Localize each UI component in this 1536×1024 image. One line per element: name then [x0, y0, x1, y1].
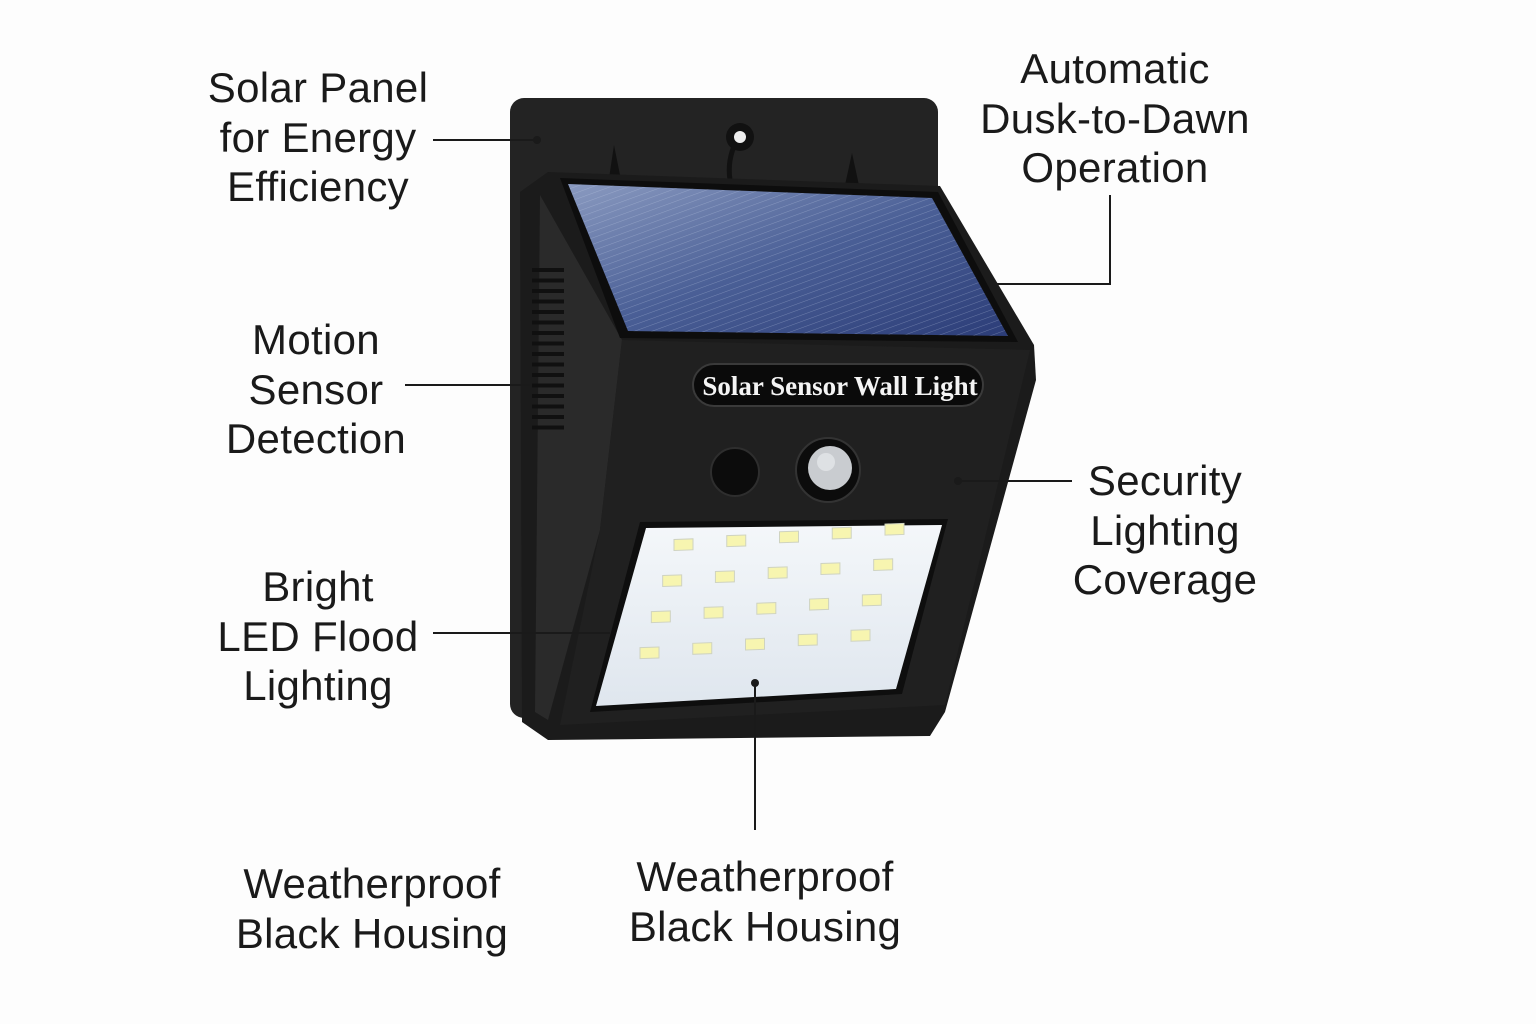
- led-chip: [779, 530, 799, 544]
- grip-rib: [532, 310, 564, 314]
- callout-line: Operation: [1021, 144, 1209, 191]
- callout-line: Efficiency: [227, 163, 409, 210]
- led-chip: [884, 522, 905, 536]
- grip-rib: [532, 278, 564, 283]
- callout-line: Security: [1087, 457, 1243, 504]
- led-chip: [820, 562, 841, 576]
- led-chip: [726, 534, 747, 548]
- grip-rib: [532, 373, 564, 377]
- grip-rib: [532, 362, 564, 367]
- grip-rib: [532, 404, 564, 409]
- led-chip: [756, 602, 777, 615]
- callout-dusk-to-dawn: Automatic Dusk-to-Dawn Operation: [980, 44, 1250, 193]
- leader-dot: [533, 136, 541, 144]
- led-chip: [703, 606, 724, 619]
- led-chip: [639, 646, 660, 660]
- led-array: [639, 522, 905, 660]
- callout-line: Weatherproof: [636, 853, 894, 900]
- housing-side-face: [535, 195, 622, 720]
- callout-line: Dusk-to-Dawn: [980, 94, 1250, 142]
- callout-housing-left: Weatherproof Black Housing: [236, 859, 508, 958]
- led-chip: [831, 526, 852, 540]
- callout-housing-center: Weatherproof Black Housing: [629, 852, 901, 951]
- callout-solar-panel: Solar Panel for Energy Efficiency: [208, 63, 428, 212]
- led-chip: [767, 566, 788, 580]
- led-chip: [850, 629, 871, 642]
- led-chip: [692, 642, 713, 655]
- led-chip: [673, 538, 694, 551]
- callout-line: Lighting: [1090, 506, 1240, 554]
- grip-rib: [532, 268, 564, 272]
- callout-line: Bright: [262, 563, 374, 610]
- led-panel: [596, 525, 942, 706]
- callout-line: LED Flood: [217, 612, 419, 660]
- grip-rib: [532, 289, 564, 293]
- leader-dot: [751, 679, 759, 687]
- led-chip: [650, 610, 671, 624]
- led-chip: [873, 558, 894, 572]
- leader-dot: [954, 477, 962, 485]
- callout-line: Sensor: [248, 365, 384, 413]
- grip-rib: [532, 415, 564, 419]
- callout-security: Security Lighting Coverage: [1073, 456, 1258, 605]
- callout-line: Weatherproof: [243, 860, 501, 907]
- led-chip: [797, 633, 818, 647]
- product-badge: [692, 363, 984, 407]
- callout-line: Coverage: [1072, 556, 1258, 603]
- grip-rib: [532, 352, 564, 356]
- led-chip: [809, 597, 830, 611]
- grip-rib: [532, 383, 564, 388]
- callout-line: Automatic: [1020, 45, 1210, 92]
- callout-led-flood: Bright LED Flood Lighting: [217, 562, 418, 711]
- grip-rib: [532, 320, 564, 325]
- product-badge-text: Solar Sensor Wall Light: [702, 371, 977, 401]
- led-chip: [714, 570, 735, 584]
- callout-line: Black Housing: [235, 909, 509, 957]
- grip-rib: [532, 341, 564, 346]
- power-button: [710, 447, 760, 497]
- led-chip: [662, 574, 683, 588]
- callout-line: for Energy: [219, 113, 417, 161]
- grip-rib: [532, 299, 564, 304]
- grip-rib: [532, 394, 564, 398]
- callout-motion-sensor: Motion Sensor Detection: [226, 315, 406, 464]
- callout-line: Detection: [225, 415, 407, 462]
- grip-rib: [532, 425, 564, 430]
- callout-line: Lighting: [243, 662, 393, 709]
- callout-line: Black Housing: [628, 902, 902, 950]
- callout-line: Motion: [252, 316, 380, 363]
- grip-ribs: [532, 268, 564, 430]
- led-chip: [745, 637, 765, 651]
- grip-rib: [532, 331, 564, 335]
- led-chip: [861, 593, 882, 607]
- leader-dusk-to-dawn: [997, 195, 1111, 285]
- callout-line: Solar Panel: [207, 64, 429, 111]
